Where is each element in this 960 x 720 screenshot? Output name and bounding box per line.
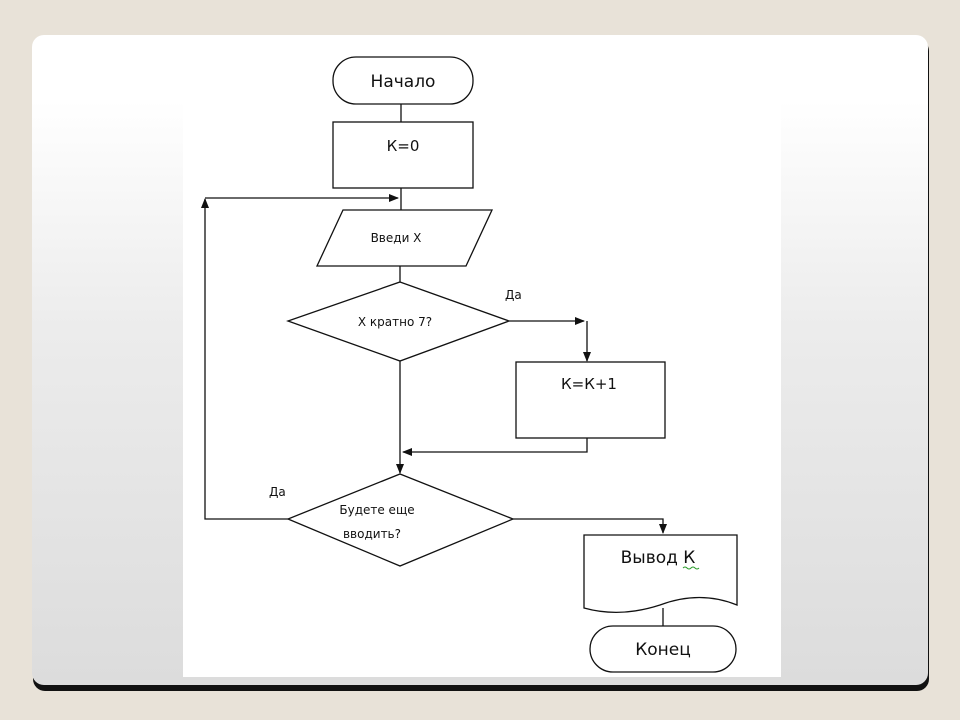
end-label: Конец [635, 640, 691, 660]
continue-label-line2: вводить? [343, 527, 401, 541]
start-label: Начало [371, 72, 436, 92]
init-process [332, 121, 474, 189]
condition-label: Х кратно 7? [358, 315, 432, 329]
init-label: К=0 [387, 137, 420, 155]
connector-continue-no [513, 518, 667, 534]
input-label: Введи Х [371, 231, 422, 245]
end-terminator [589, 625, 737, 673]
continue-label-line1: Будете еще [339, 503, 414, 517]
increment-process [515, 361, 666, 439]
input-parallelogram [315, 209, 494, 267]
increment-label: К=К+1 [561, 375, 617, 393]
start-terminator [332, 56, 474, 105]
connector-loop-back [201, 198, 288, 520]
spellcheck-underline [682, 566, 700, 570]
output-label: Вывод К [621, 548, 696, 568]
continue-diamond [286, 473, 515, 567]
output-document [583, 534, 738, 613]
continue-yes-label: Да [269, 485, 286, 499]
connector-increment-return [402, 438, 588, 456]
condition-yes-label: Да [505, 288, 522, 302]
